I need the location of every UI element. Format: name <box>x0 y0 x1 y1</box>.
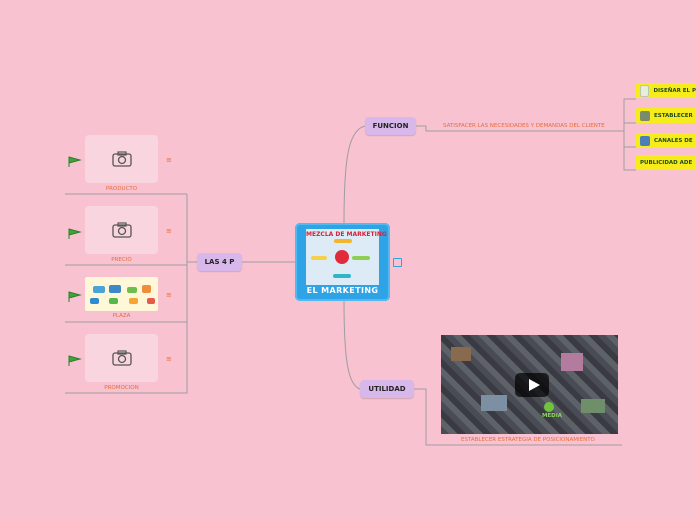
branch-funcion-label: FUNCION <box>372 122 409 130</box>
video-building-shape <box>581 399 605 413</box>
branch-funcion[interactable]: FUNCION <box>365 117 416 135</box>
funcion-item-disenar[interactable]: DISEÑAR EL P <box>636 83 696 98</box>
funcion-item-label: PUBLICIDAD ADE <box>640 159 693 166</box>
funcion-item-publicidad[interactable]: PUBLICIDAD ADE <box>636 155 696 170</box>
document-icon <box>640 84 650 97</box>
promocion-label: PROMOCION <box>104 385 139 391</box>
video-caption[interactable]: ESTABLECER ESTRATEGIA DE POSICIONAMIENTO <box>461 437 595 443</box>
video-building-shape <box>451 347 471 361</box>
flag-icon <box>68 355 82 366</box>
video-building-shape <box>481 395 507 411</box>
flag-icon <box>68 228 82 239</box>
plaza-box-shape <box>129 298 138 304</box>
branch-utilidad-label: UTILIDAD <box>368 385 406 393</box>
marketing-mix-image-title: MEZCLA DE MARKETING <box>306 231 387 238</box>
plaza-image[interactable] <box>85 277 158 311</box>
mix-place-pill <box>333 274 351 278</box>
mix-promotion-pill <box>352 256 370 260</box>
flag-icon <box>68 156 82 167</box>
menu-icon[interactable]: ≡ <box>166 355 172 363</box>
mix-product-pill <box>334 239 352 243</box>
flag-icon <box>68 291 82 302</box>
funcion-item-canales[interactable]: CANALES DE <box>636 133 696 148</box>
producto-image-placeholder[interactable] <box>85 135 158 183</box>
central-topic-label: EL MARKETING <box>306 286 379 295</box>
phone-icon <box>640 135 650 146</box>
plaza-customer-shape <box>142 285 151 293</box>
link-icon[interactable] <box>393 258 402 267</box>
plaza-warehouse-shape <box>109 285 121 293</box>
funcion-subtopic[interactable]: SATISFACER LAS NECESIDADES Y DEMANDAS DE… <box>443 123 605 129</box>
plaza-box-shape <box>90 298 99 304</box>
marketing-mix-image: MEZCLA DE MARKETING <box>306 229 387 285</box>
branch-utilidad[interactable]: UTILIDAD <box>360 380 414 398</box>
central-topic[interactable]: MEZCLA DE MARKETING EL MARKETING <box>295 223 390 301</box>
money-bag-icon <box>640 110 650 121</box>
branch-las-4p-label: LAS 4 P <box>204 258 235 266</box>
play-icon <box>529 379 540 391</box>
plaza-box-shape <box>147 298 155 304</box>
producto-label: PRODUCTO <box>105 186 138 192</box>
precio-image-placeholder[interactable] <box>85 206 158 254</box>
funcion-item-label: ESTABLECER <box>654 112 693 119</box>
camera-icon <box>111 350 132 366</box>
menu-icon[interactable]: ≡ <box>166 227 172 235</box>
branch-las-4p[interactable]: LAS 4 P <box>197 253 242 271</box>
video-building-shape <box>561 353 583 371</box>
menu-icon[interactable]: ≡ <box>166 291 172 299</box>
camera-icon <box>111 151 132 167</box>
plaza-store-shape <box>127 287 137 293</box>
funcion-item-label: DISEÑAR EL P <box>653 87 696 94</box>
plaza-truck-shape <box>93 286 105 293</box>
mix-price-pill <box>311 256 327 260</box>
precio-label: PRECIO <box>111 257 132 263</box>
funcion-item-establecer[interactable]: ESTABLECER <box>636 108 696 123</box>
video-thumbnail[interactable]: MEDIA <box>441 335 618 434</box>
video-logo-icon <box>544 402 554 412</box>
plaza-label: PLAZA <box>112 313 131 319</box>
mix-center-circle <box>335 250 349 264</box>
funcion-item-label: CANALES DE <box>654 137 693 144</box>
video-brand-text: MEDIA <box>541 413 563 419</box>
promocion-image-placeholder[interactable] <box>85 334 158 382</box>
menu-icon[interactable]: ≡ <box>166 156 172 164</box>
plaza-box-shape <box>109 298 118 304</box>
camera-icon <box>111 222 132 238</box>
